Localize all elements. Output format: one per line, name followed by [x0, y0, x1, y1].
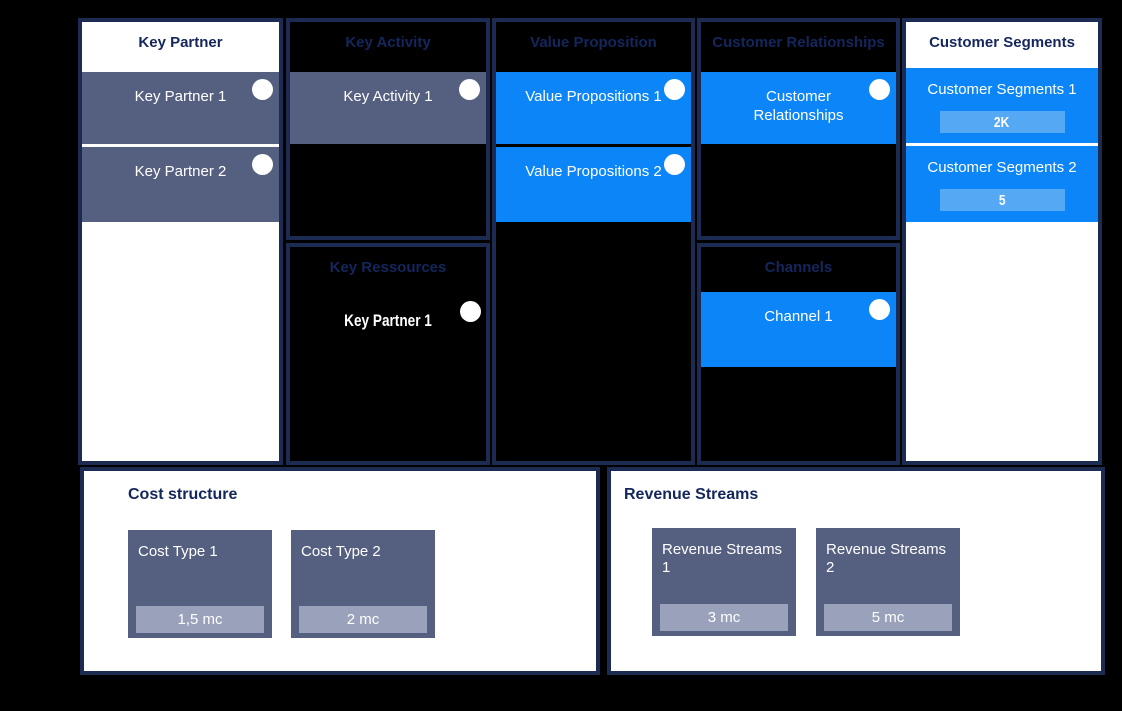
card-marker-icon: [252, 79, 273, 100]
card-marker-icon: [869, 299, 890, 320]
cost-value: 2 mc: [346, 611, 380, 628]
panel-customer-segments: Customer Segments Customer Segments 1 2K…: [902, 18, 1102, 465]
segment-value-bar: 2K: [939, 111, 1065, 133]
card-label: Key Partner 1: [344, 311, 432, 330]
card-key-activity-1[interactable]: Key Activity 1: [290, 72, 486, 144]
card-key-resources-1[interactable]: Key Partner 1: [290, 301, 486, 341]
card-value-propositions-2[interactable]: Value Propositions 2: [496, 147, 691, 222]
panel-customer-relationships: Customer Relationships Customer Relation…: [697, 18, 900, 240]
card-customer-segments-2[interactable]: Customer Segments 2 5: [906, 146, 1098, 222]
card-customer-relationships[interactable]: Customer Relationships: [701, 72, 896, 144]
revenue-value-bar: 5 mc: [824, 604, 952, 631]
customer-segments-title: Customer Segments: [929, 34, 1075, 51]
card-label: Key Partner 2: [134, 163, 227, 180]
revenue-value-bar: 3 mc: [660, 604, 788, 631]
card-key-partner-2[interactable]: Key Partner 2: [82, 147, 279, 222]
card-cost-type-1[interactable]: Cost Type 1 1,5 mc: [128, 530, 272, 638]
card-marker-icon: [459, 79, 480, 100]
card-label: Key Partner 1: [134, 88, 227, 105]
card-label: Channel 1: [764, 308, 833, 325]
card-cost-type-2[interactable]: Cost Type 2 2 mc: [291, 530, 435, 638]
card-marker-icon: [252, 154, 273, 175]
card-label: Customer Segments 2: [927, 159, 1077, 176]
cost-structure-title: Cost structure: [128, 486, 238, 503]
card-marker-icon: [869, 79, 890, 100]
card-label: Value Propositions 2: [525, 163, 662, 180]
card-label: Customer Segments 1: [927, 81, 1077, 98]
card-marker-icon: [664, 79, 685, 100]
segment-value: 2K: [994, 113, 1010, 131]
card-key-partner-1[interactable]: Key Partner 1: [82, 72, 279, 144]
cost-value-bar: 1,5 mc: [136, 606, 264, 633]
key-activity-title: Key Activity: [345, 34, 431, 51]
cost-value: 1,5 mc: [177, 611, 223, 628]
card-label: Key Activity 1: [343, 88, 433, 105]
panel-value-proposition: Value Proposition Value Propositions 1 V…: [492, 18, 695, 465]
revenue-value: 5 mc: [871, 609, 905, 626]
panel-key-partner: Key Partner Key Partner 1 Key Partner 2: [78, 18, 283, 465]
key-resources-title: Key Ressources: [329, 259, 447, 276]
revenue-streams-title: Revenue Streams: [624, 486, 759, 503]
card-marker-icon: [664, 154, 685, 175]
card-label: Revenue Streams 1: [662, 541, 783, 576]
card-channel-1[interactable]: Channel 1: [701, 292, 896, 367]
key-partner-title: Key Partner: [138, 34, 223, 51]
card-label: Cost Type 1: [138, 543, 218, 560]
card-revenue-streams-1[interactable]: Revenue Streams 1 3 mc: [652, 528, 796, 636]
card-label: Cost Type 2: [301, 543, 381, 560]
panel-key-resources: Key Ressources Key Partner 1: [286, 243, 490, 465]
card-customer-segments-1[interactable]: Customer Segments 1 2K: [906, 68, 1098, 143]
card-marker-icon: [460, 301, 481, 322]
card-label: Value Propositions 1: [525, 88, 662, 105]
customer-relationships-title: Customer Relationships: [712, 34, 885, 51]
card-revenue-streams-2[interactable]: Revenue Streams 2 5 mc: [816, 528, 960, 636]
cost-value-bar: 2 mc: [299, 606, 427, 633]
card-label: Customer Relationships: [753, 88, 844, 124]
channels-title: Channels: [764, 259, 833, 276]
panel-channels: Channels Channel 1: [697, 243, 900, 465]
card-label: Revenue Streams 2: [826, 541, 947, 576]
value-proposition-title: Value Proposition: [530, 34, 657, 51]
card-value-propositions-1[interactable]: Value Propositions 1: [496, 72, 691, 144]
segment-value: 5: [998, 191, 1006, 209]
panel-revenue-streams: Revenue Streams Revenue Streams 1 3 mc R…: [607, 467, 1105, 675]
panel-key-activity: Key Activity Key Activity 1: [286, 18, 490, 240]
revenue-value: 3 mc: [707, 609, 741, 626]
segment-value-bar: 5: [939, 189, 1065, 211]
panel-cost-structure: Cost structure Cost Type 1 1,5 mc Cost T…: [80, 467, 600, 675]
